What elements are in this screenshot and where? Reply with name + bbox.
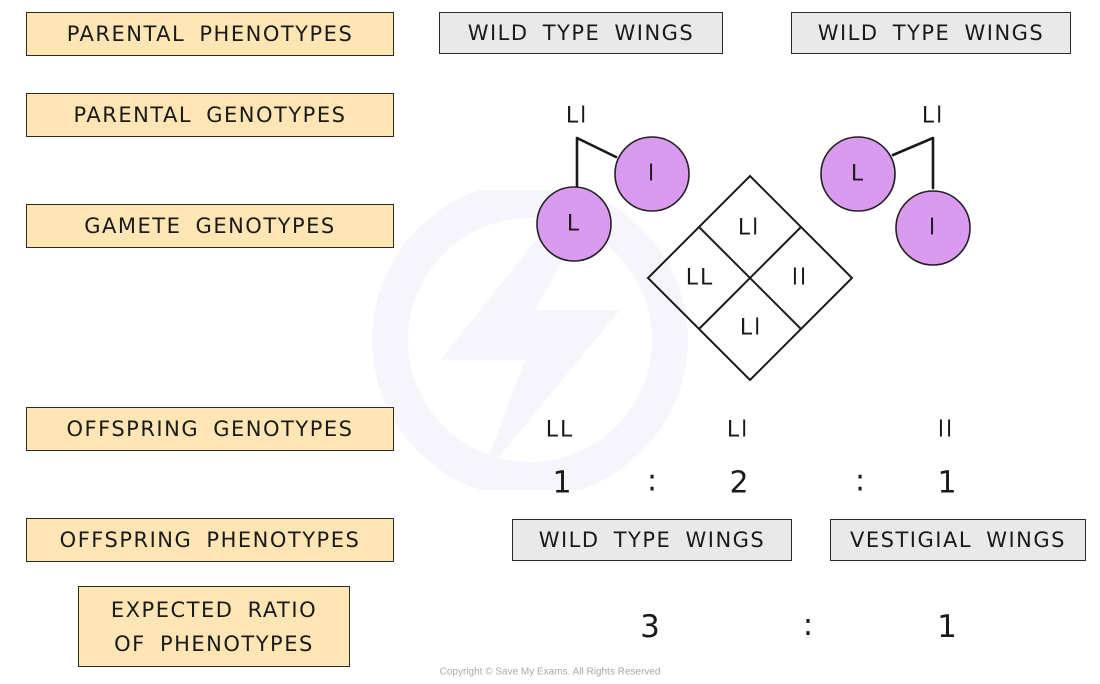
phenotype-ratio-3: 3 <box>640 609 660 645</box>
phenotype-ratio-1: 1 <box>937 609 957 645</box>
expected-ratio-label: EXPECTED RATIO OF PHENOTYPES <box>78 586 350 667</box>
parent-1-phenotype-box: WILD TYPE WINGS <box>439 12 723 54</box>
parent-2-phenotype-box: WILD TYPE WINGS <box>791 12 1071 54</box>
genotype-ratio-1: 1 <box>552 465 572 501</box>
parent-2-branch-lines <box>891 136 935 190</box>
phenotype-ratio-sep: : <box>802 607 814 643</box>
offspring-genotype-Ll: Ll <box>726 417 750 443</box>
offspring-phenotypes-label: OFFSPRING PHENOTYPES <box>26 518 394 562</box>
offspring-phenotype-vestigial-box: VESTIGIAL WINGS <box>830 519 1086 561</box>
copyright-text: Copyright © Save My Exams. All Rights Re… <box>439 666 661 678</box>
genotype-ratio-sep-2: : <box>854 463 866 499</box>
punnett-cell-top: Ll <box>737 215 761 241</box>
parent-1-genotype: Ll <box>565 103 589 129</box>
gamete-p2-l-text: l <box>928 215 938 241</box>
gamete-p1-l-text: l <box>647 161 657 187</box>
punnett-cell-bottom: Ll <box>739 315 763 341</box>
parent-1-branch-lines <box>575 136 618 190</box>
genotype-ratio-2: 2 <box>729 465 749 501</box>
offspring-genotype-LL: LL <box>545 417 575 443</box>
genotype-ratio-3: 1 <box>937 465 957 501</box>
offspring-genotype-ll: ll <box>937 417 955 443</box>
gamete-p1-L-text: L <box>566 211 582 237</box>
punnett-cell-right: ll <box>791 265 809 291</box>
expected-ratio-line1: EXPECTED RATIO <box>110 597 318 622</box>
punnett-diamond <box>646 174 854 382</box>
gamete-circle-p2-l <box>895 190 971 266</box>
punnett-divider-2 <box>698 226 802 330</box>
gamete-genotypes-label: GAMETE GENOTYPES <box>26 204 394 248</box>
gamete-circle-p2-L <box>820 136 896 212</box>
parent-2-genotype: Ll <box>921 103 945 129</box>
gamete-circle-p1-L <box>536 186 612 262</box>
offspring-genotypes-label: OFFSPRING GENOTYPES <box>26 407 394 451</box>
parental-phenotypes-label: PARENTAL PHENOTYPES <box>26 12 394 56</box>
genotype-ratio-sep-1: : <box>646 463 658 499</box>
parental-genotypes-label: PARENTAL GENOTYPES <box>26 93 394 137</box>
gamete-circle-p1-l <box>614 136 690 212</box>
punnett-cell-left: LL <box>685 265 715 291</box>
gamete-p2-L-text: L <box>850 161 866 187</box>
offspring-phenotype-wild-type-box: WILD TYPE WINGS <box>512 519 792 561</box>
expected-ratio-line2: OF PHENOTYPES <box>114 631 314 656</box>
watermark-logo-icon <box>372 190 688 490</box>
